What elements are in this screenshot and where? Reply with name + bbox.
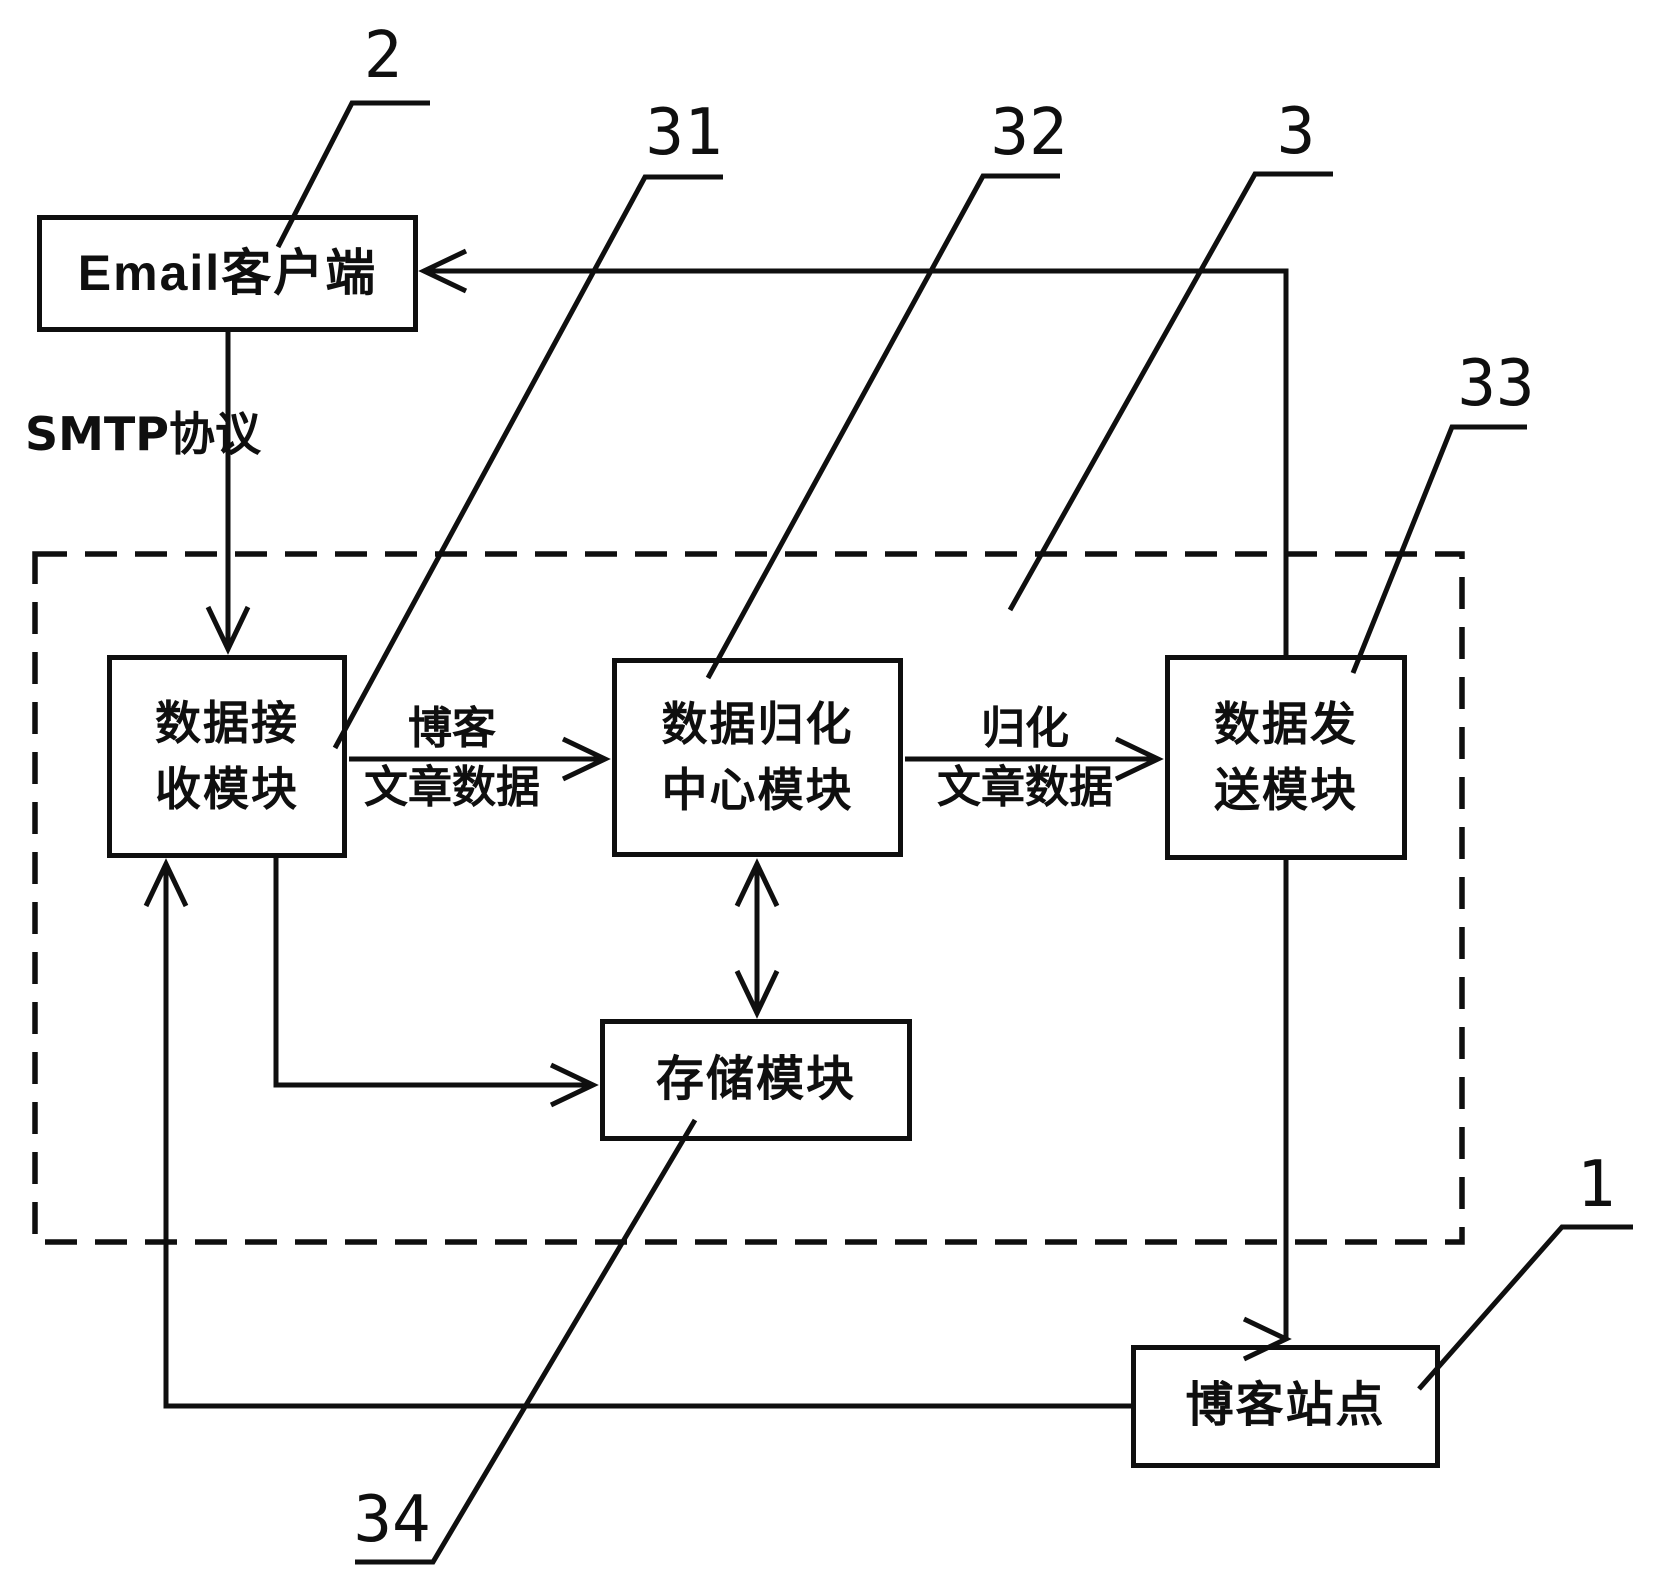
edge-label-blog-article-data: 博客 文章数据 bbox=[364, 704, 540, 812]
edge-label-normalized-article-data: 归化 文章数据 bbox=[937, 704, 1113, 812]
box-data-receive-module: 数据接 收模块 bbox=[107, 655, 347, 858]
ref-label-system-boundary: 3 bbox=[1276, 95, 1316, 169]
ref-label-blog-site: 1 bbox=[1576, 1148, 1616, 1222]
ref-label-storage: 34 bbox=[353, 1483, 431, 1557]
ref-label-data-send: 33 bbox=[1457, 347, 1535, 421]
box-data-normalize-center-module: 数据归化 中心模块 bbox=[612, 658, 903, 857]
connector-blog-to-receive-feedback bbox=[143, 858, 1131, 1409]
leader-ref-34 bbox=[355, 1118, 698, 1565]
system-boundary-dashed-box bbox=[32, 551, 1465, 1245]
box-blog-site: 博客站点 bbox=[1131, 1345, 1440, 1468]
connector-receive-to-storage bbox=[273, 858, 599, 1108]
leader-ref-2 bbox=[275, 100, 430, 249]
edge-label-smtp-protocol: SMTP协议 bbox=[25, 407, 261, 461]
leader-ref-32 bbox=[705, 173, 1060, 680]
leader-ref-33 bbox=[1350, 424, 1527, 674]
ref-label-data-receive: 31 bbox=[645, 96, 723, 170]
leader-ref-31 bbox=[332, 174, 723, 750]
box-email-client: Email客户端 bbox=[37, 215, 418, 332]
leader-ref-3 bbox=[1007, 171, 1333, 612]
ref-label-data-normalize: 32 bbox=[990, 96, 1068, 170]
leader-ref-1 bbox=[1417, 1224, 1633, 1391]
box-data-send-module: 数据发 送模块 bbox=[1165, 655, 1407, 860]
ref-label-email-client: 2 bbox=[363, 19, 403, 93]
connector-send-to-email-feedback bbox=[418, 248, 1289, 655]
box-storage-module: 存储模块 bbox=[600, 1019, 912, 1141]
